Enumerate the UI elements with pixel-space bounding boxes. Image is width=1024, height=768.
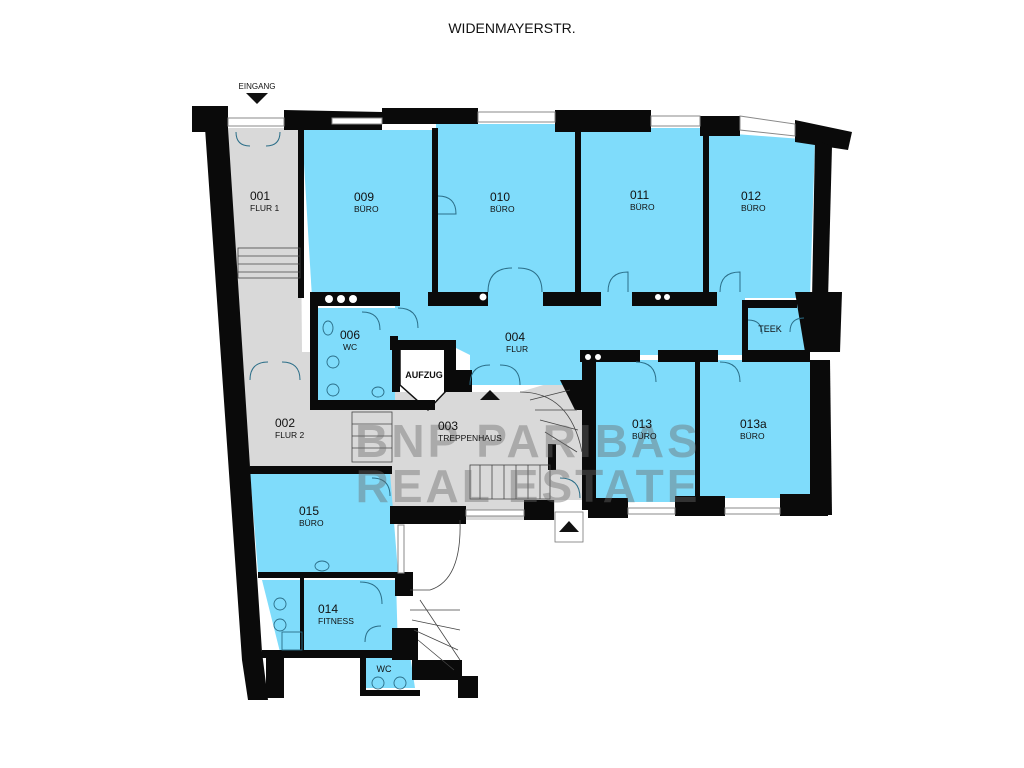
room-004-floor[interactable] [395,298,745,385]
room-label-011: 011 BÜRO [630,188,655,212]
room-001-floor[interactable] [228,128,302,352]
room-011-floor[interactable] [580,128,705,298]
windows [227,111,796,574]
svg-text:004: 004 [505,330,525,344]
room-label-001: 001 FLUR 1 [250,189,280,213]
room-013-floor[interactable] [596,360,695,502]
room-label-009: 009 BÜRO [354,190,379,214]
svg-text:009: 009 [354,190,374,204]
door-swings [235,131,805,643]
svg-text:BÜRO: BÜRO [490,204,515,214]
svg-text:FLUR: FLUR [506,344,528,354]
svg-text:001: 001 [250,189,270,203]
svg-text:BÜRO: BÜRO [741,203,766,213]
room-009-floor[interactable] [302,130,432,298]
entry-arrow-up-icon-2 [559,521,579,532]
walls [192,106,852,700]
svg-text:WC: WC [343,342,357,352]
room-label-003: 003 TREPPENHAUS [438,419,502,443]
svg-text:013: 013 [632,417,652,431]
room-015-floor[interactable] [250,472,398,572]
svg-text:013a: 013a [740,417,767,431]
svg-text:BÜRO: BÜRO [740,431,765,441]
street-name-label: WIDENMAYERSTR. [448,20,576,36]
svg-text:FLUR 2: FLUR 2 [275,430,305,440]
sanitary-fixtures [273,320,407,690]
room-label-012: 012 BÜRO [741,189,766,213]
svg-text:BÜRO: BÜRO [354,204,379,214]
shaft-dots [325,293,670,360]
room-label-006: 006 WC [340,328,360,352]
svg-text:FITNESS: FITNESS [318,616,354,626]
svg-text:003: 003 [438,419,458,433]
svg-text:002: 002 [275,416,295,430]
svg-text:015: 015 [299,504,319,518]
room-label-013a: 013a BÜRO [740,417,767,441]
room-010-floor[interactable] [436,124,575,298]
entrance-arrow-icon [246,93,268,104]
entry-arrow-up-icon [480,390,500,400]
room-label-013: 013 BÜRO [632,417,657,441]
svg-text:014: 014 [318,602,338,616]
room-label-004: 004 FLUR [505,330,528,354]
wc-small-floor[interactable] [365,655,415,688]
room-013a-floor[interactable] [700,360,810,498]
teek-label: TEEK [758,324,782,334]
entrance-label: EINGANG [239,82,276,91]
wc-small-label: WC [377,664,392,674]
svg-text:012: 012 [741,189,761,203]
room-label-002: 002 FLUR 2 [275,416,305,440]
svg-text:TREPPENHAUS: TREPPENHAUS [438,433,502,443]
room-label-015: 015 BÜRO [299,504,324,528]
room-012-floor[interactable] [708,132,815,298]
svg-text:BÜRO: BÜRO [632,431,657,441]
stairs [237,247,583,671]
watermark-line2: REAL ESTATE [356,460,701,512]
watermark-line1: BNP PARIBAS [355,415,701,467]
svg-text:FLUR 1: FLUR 1 [250,203,280,213]
elevator-label: AUFZUG [405,370,443,380]
room-014-floor[interactable] [262,580,398,652]
svg-text:010: 010 [490,190,510,204]
room-label-010: 010 BÜRO [490,190,515,214]
room-006-floor[interactable] [318,308,395,402]
room-label-014: 014 FITNESS [318,602,354,626]
svg-text:BÜRO: BÜRO [299,518,324,528]
svg-text:BÜRO: BÜRO [630,202,655,212]
svg-text:006: 006 [340,328,360,342]
svg-text:011: 011 [630,188,649,202]
